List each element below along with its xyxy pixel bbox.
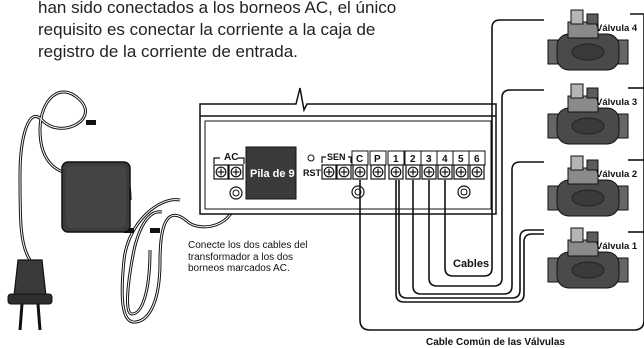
valve-label-1: Válvula 1 xyxy=(596,241,638,252)
sen-label: SEN xyxy=(327,152,346,162)
zone-terminal-1 xyxy=(388,164,404,180)
transformer xyxy=(7,90,238,331)
common-cable-label: Cable Común de las Válvulas xyxy=(426,337,565,348)
zone-label-6: 6 xyxy=(474,154,480,165)
zone-terminal-2 xyxy=(405,164,421,180)
ac-terminal-1 xyxy=(213,164,229,180)
c-label: C xyxy=(356,154,363,165)
sen-terminal-1 xyxy=(321,164,337,180)
zone-terminal-4 xyxy=(437,164,453,180)
valve-4 xyxy=(547,9,629,71)
terminal-labels xyxy=(351,150,486,166)
zone-label-5: 5 xyxy=(458,154,464,165)
c-terminal xyxy=(352,164,368,180)
rst-label: RST xyxy=(303,168,322,178)
zone-label-3: 3 xyxy=(426,154,432,165)
valve-1 xyxy=(547,227,629,289)
battery-label: Pila de 9 V xyxy=(250,168,306,180)
battery xyxy=(245,146,297,200)
valve-label-2: Válvula 2 xyxy=(596,169,637,180)
cables-label: Cables xyxy=(453,258,489,270)
zone-terminal-6 xyxy=(469,164,485,180)
ac-label: AC xyxy=(224,152,238,163)
reset-button[interactable] xyxy=(307,154,315,162)
ac-terminal-2 xyxy=(228,164,244,180)
zone-terminal-5 xyxy=(453,164,469,180)
p-terminal xyxy=(370,164,386,180)
field-wires xyxy=(359,13,644,331)
transformer-note: Conecte los dos cables del transformador… xyxy=(188,240,308,274)
valve-2 xyxy=(547,155,629,217)
valve-3 xyxy=(547,83,629,145)
zone-label-1: 1 xyxy=(393,154,399,165)
intro-text: han sido conectados a los borneos AC, el… xyxy=(38,0,397,61)
p-label: P xyxy=(374,154,381,165)
valve-label-3: Válvula 3 xyxy=(596,97,637,108)
zone-terminal-3 xyxy=(421,164,437,180)
valve-label-4: Válvula 4 xyxy=(596,23,638,34)
zone-label-2: 2 xyxy=(410,154,416,165)
sen-terminal-2 xyxy=(336,164,352,180)
zone-label-4: 4 xyxy=(442,154,448,165)
